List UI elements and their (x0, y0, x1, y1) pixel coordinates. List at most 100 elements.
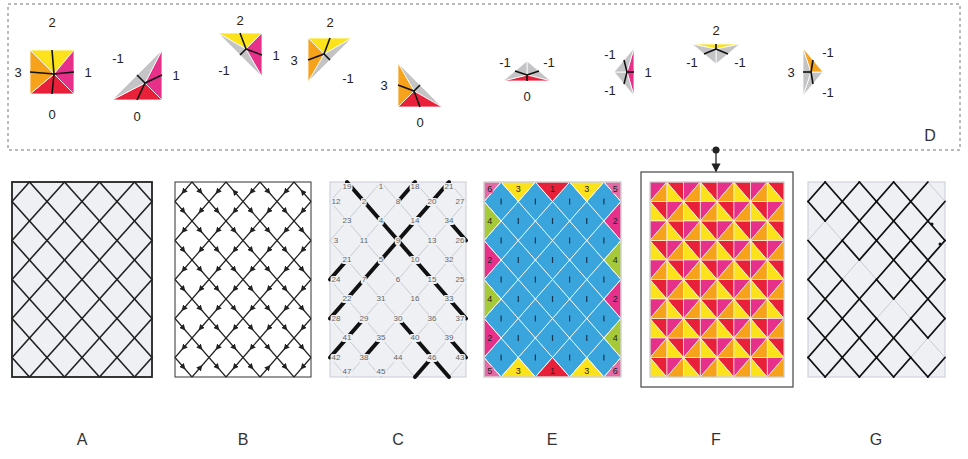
tile-stroke (414, 85, 420, 91)
vertex-number: 31 (376, 295, 387, 303)
boundary-number: 2 (612, 295, 619, 304)
directed-edge (192, 260, 209, 280)
edge-value: -1 (821, 46, 835, 59)
highlight-frame (641, 172, 793, 387)
edge-value: -1 (217, 64, 231, 77)
lattice-edge (859, 299, 876, 319)
lattice-edge (894, 241, 911, 261)
cell-mark (518, 335, 519, 341)
tile-triangle (700, 280, 717, 300)
tile-triangle (751, 260, 768, 280)
lattice-edge (808, 221, 825, 241)
directed-edge (260, 241, 277, 261)
boundary-triangle (570, 358, 604, 378)
tile-triangle (700, 182, 717, 202)
lattice-edge (100, 280, 118, 300)
lattice-edge (65, 299, 83, 319)
panel-ground (484, 182, 621, 377)
boundary-triangle (604, 202, 621, 241)
lattice-edge (911, 260, 928, 280)
lattice-edge (825, 319, 842, 339)
lattice-edge (47, 221, 65, 241)
tile-triangle (650, 319, 667, 339)
chosen-edge (877, 202, 894, 222)
lattice-edge (587, 241, 604, 261)
chosen-edge (877, 358, 894, 378)
lattice-edge (928, 338, 945, 358)
tile-triangle (751, 182, 768, 202)
lattice-edge (65, 319, 83, 339)
tile-triangle (751, 299, 768, 319)
lattice-edge (135, 221, 153, 241)
tile-triangle (308, 38, 324, 82)
vertex-number: 44 (393, 354, 404, 362)
tile-stroke (30, 72, 54, 74)
tile-triangle (650, 182, 667, 202)
boundary-number: 6 (486, 184, 493, 193)
lattice-edge (587, 338, 604, 358)
tile-triangle (667, 260, 684, 280)
tile-triangle (112, 50, 162, 100)
tile-triangle (398, 63, 414, 107)
lattice-edge (47, 338, 65, 358)
boundary-triangle (570, 182, 604, 202)
edge-value: 1 (643, 66, 652, 79)
edge-value: 0 (47, 108, 56, 121)
lattice-edge (877, 241, 894, 261)
lattice-edge (47, 241, 65, 261)
lattice-edge (47, 202, 65, 222)
lattice-edge (117, 319, 135, 339)
edge-value: 0 (132, 110, 141, 123)
boundary-triangle (484, 241, 501, 280)
tile-triangle (767, 338, 784, 358)
chosen-edge (808, 260, 825, 280)
tile-triangle (751, 358, 768, 378)
directed-edge (243, 319, 260, 339)
boundary-triangle (484, 358, 501, 378)
edge-value: 2 (711, 24, 720, 37)
tile-triangle (717, 280, 734, 300)
lattice-edge (82, 241, 100, 261)
lattice-edge (82, 260, 100, 280)
tile-triangle (700, 338, 717, 358)
chosen-edge (859, 299, 876, 319)
tile-triangle (734, 221, 751, 241)
tile-triangle (767, 260, 784, 280)
chosen-edge (859, 202, 876, 222)
directed-edge (209, 182, 226, 202)
directed-edge (192, 221, 209, 241)
directed-edge (243, 221, 260, 241)
lattice-edge (859, 202, 876, 222)
lattice-edge (859, 182, 876, 202)
lattice-edge (501, 260, 518, 280)
cell-mark (569, 277, 570, 283)
edge-value: -1 (498, 56, 512, 69)
tile-triangle (684, 202, 701, 222)
boundary-triangle (484, 202, 501, 241)
panel-letter: E (546, 432, 559, 448)
boundary-number: 4 (612, 256, 619, 265)
tile-triangle (700, 338, 717, 358)
edge-value: -1 (542, 56, 556, 69)
boundary-number: 2 (486, 256, 493, 265)
tile-triangle (684, 221, 701, 241)
lattice-edge (135, 241, 153, 261)
vertex-number: 15 (427, 276, 438, 284)
lattice-edge (825, 299, 842, 319)
vertex-number: 35 (376, 334, 387, 342)
panel-frame (330, 182, 466, 377)
lattice-edge (135, 260, 153, 280)
tile-triangle (734, 241, 751, 261)
lattice-edge (501, 202, 518, 222)
lattice-edge (30, 221, 48, 241)
boundary-number: 2 (612, 217, 619, 226)
tile-triangle (667, 299, 684, 319)
tile-triangle (751, 299, 768, 319)
boundary-number: 5 (486, 366, 493, 375)
chosen-edge (842, 202, 859, 222)
lattice-edge (570, 299, 587, 319)
chosen-edge (859, 182, 876, 202)
path-stroke (330, 319, 364, 358)
tile-triangle (767, 299, 784, 319)
dot (939, 243, 942, 246)
